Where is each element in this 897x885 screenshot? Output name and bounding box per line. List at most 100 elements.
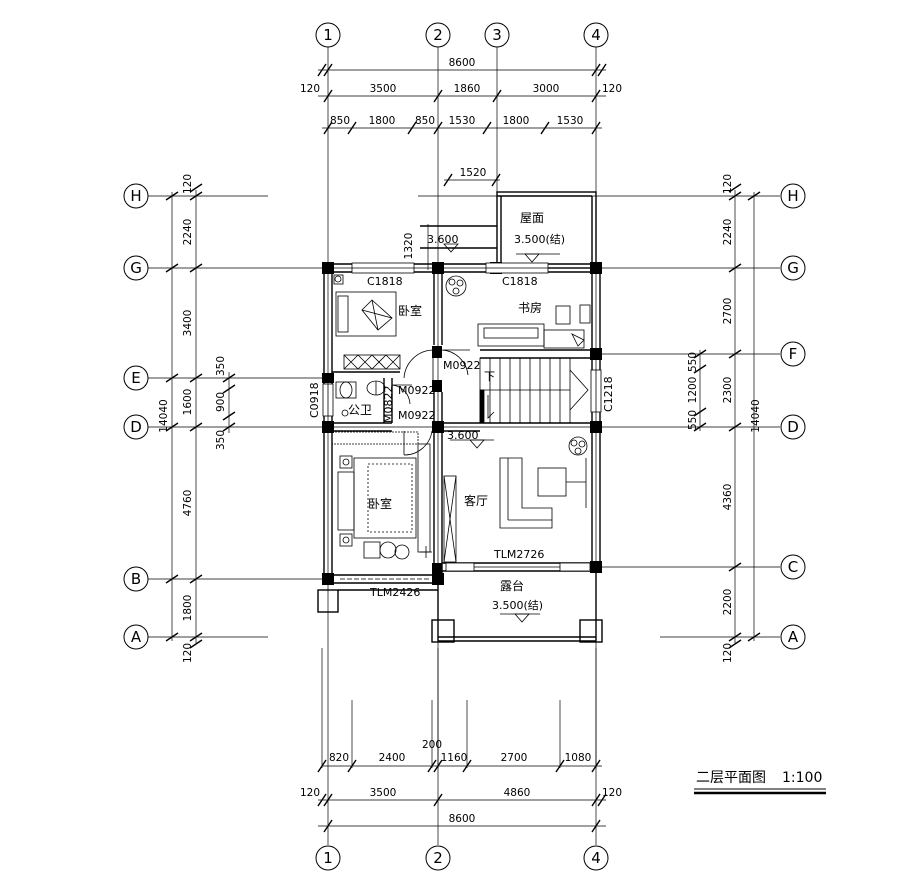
label-level-3600-b: 3.600 [447,429,479,442]
dimension-lines [171,69,755,827]
dim-left-edge-top: 120 [182,174,194,194]
axis-bubble-a-right [780,624,806,650]
dim-right-detail-3: 550 [687,410,699,430]
dimension-ticks [165,63,761,833]
dim-right-detail-2: 1200 [687,377,699,404]
dim-right-detail-1: 550 [687,352,699,372]
dim-top-detail-2: 1800 [369,115,396,127]
opening-labels: C1818 C1818 M0922 M0922 M0922 TLM2726 TL… [308,233,615,612]
axis-label-4-top: 4 [591,26,601,44]
axis-label-b-left: B [131,570,141,588]
furniture-study [445,275,591,349]
room-roof: 屋面 [520,211,544,225]
axis-label-d-right: D [787,418,799,436]
axis-bubble-1-bottom [315,845,341,871]
axis-label-1-top: 1 [323,26,333,44]
dim-bottom-edge-left: 120 [300,787,320,799]
dim-upper-height: 1320 [403,233,415,260]
room-terrace: 露台 [500,578,524,593]
axis-bubble-labels: 1 2 3 4 1 2 4 H G E D B A H G F D C A [130,26,799,867]
axis-label-h-right: H [787,187,798,205]
label-level-terrace: 3.500(结) [492,599,543,612]
dim-left-edge-bottom: 120 [182,643,194,663]
dim-bottom-detail-4: 1160 [441,752,468,764]
label-c0918: C0918 [308,382,321,418]
dim-bottom-detail-5: 2700 [501,752,528,764]
axis-bubble-e-left [123,365,149,391]
axis-bubble-4-top [583,22,609,48]
dim-bottom-span-1: 3500 [370,787,397,799]
label-m0822: M0822 [382,386,395,424]
dim-right-edge-bottom: 120 [722,643,734,663]
axis-label-a-right: A [788,628,799,646]
label-m0922-study: M0922 [443,359,481,372]
dim-upper-width: 1520 [460,167,487,179]
room-bathroom: 公卫 [348,403,372,417]
dim-top-detail-1: 850 [330,115,350,127]
axis-bubble-g-left [123,255,149,281]
label-stair-mark: 下 [484,370,495,383]
label-c1818-a: C1818 [367,275,403,288]
axis-bubble-2-top [425,22,451,48]
dim-left-span-4: 4760 [182,490,194,517]
axis-bubble-4-bottom [583,845,609,871]
dim-right-span-5: 2200 [722,589,734,616]
label-m0922-b: M0922 [398,409,436,422]
dim-bottom-detail-2: 2400 [379,752,406,764]
label-level-3600-a: 3.600 [427,233,459,246]
axis-label-2-bottom: 2 [433,849,443,867]
dim-left-detail-3: 350 [215,430,227,450]
axis-label-c-right: C [788,558,798,576]
dim-left-span-5: 1800 [182,595,194,622]
axis-label-g-right: G [787,259,799,277]
axis-bubble-d-left [123,414,149,440]
label-m0922-a: M0922 [398,384,436,397]
window-openings [322,262,602,580]
axis-label-3-top: 3 [492,26,502,44]
room-labels: 卧室 书房 公卫 卧室 客厅 露台 屋面 [348,211,544,593]
dim-left-span-3: 1600 [182,389,194,416]
room-living: 客厅 [464,493,488,508]
dim-top-span-1: 3500 [370,83,397,95]
dim-bottom-span-2: 4860 [504,787,531,799]
dim-right-span-1: 2240 [722,219,734,246]
axis-bubble-c-right [780,554,806,580]
room-study: 书房 [518,300,542,315]
stair-treads [479,357,589,424]
dim-right-span-2: 2700 [722,298,734,325]
axis-label-4-bottom: 4 [591,849,601,867]
axis-bubble-a-left [123,624,149,650]
axis-bubbles [123,22,806,871]
axis-label-1-bottom: 1 [323,849,333,867]
dim-top-edge-left: 120 [300,83,320,95]
axis-label-g-left: G [130,259,142,277]
dim-left-detail-2: 900 [215,392,227,412]
axis-label-e-left: E [131,369,140,387]
door-swings [391,349,470,456]
axis-grid-lines [148,44,780,845]
furniture-north-bedroom [333,274,401,370]
dim-top-span-2: 1860 [454,83,481,95]
label-c1218: C1218 [602,376,615,412]
room-bedroom-north: 卧室 [398,303,422,318]
building-walls [317,191,603,643]
dim-bottom-total: 8600 [449,813,476,825]
dim-right-span-3: 2300 [722,377,734,404]
dim-left-total: 14040 [158,399,170,432]
dim-left-detail-1: 350 [215,356,227,376]
dim-top-detail-6: 1530 [557,115,584,127]
level-symbols [443,243,560,623]
axis-label-d-left: D [130,418,142,436]
dim-bottom-detail-6: 1080 [565,752,592,764]
dim-bottom-detail-3: 200 [422,739,442,751]
bathroom-fixtures [335,380,386,417]
dim-right-span-4: 4360 [722,484,734,511]
axis-bubble-h-left [123,183,149,209]
axis-bubble-3-top [484,22,510,48]
drawing-title: 二层平面图 [696,770,766,786]
dim-top-span-3: 3000 [533,83,560,95]
axis-bubble-g-right [780,255,806,281]
axis-label-2-top: 2 [433,26,443,44]
axis-bubble-h-right [780,183,806,209]
dim-left-span-1: 2240 [182,219,194,246]
